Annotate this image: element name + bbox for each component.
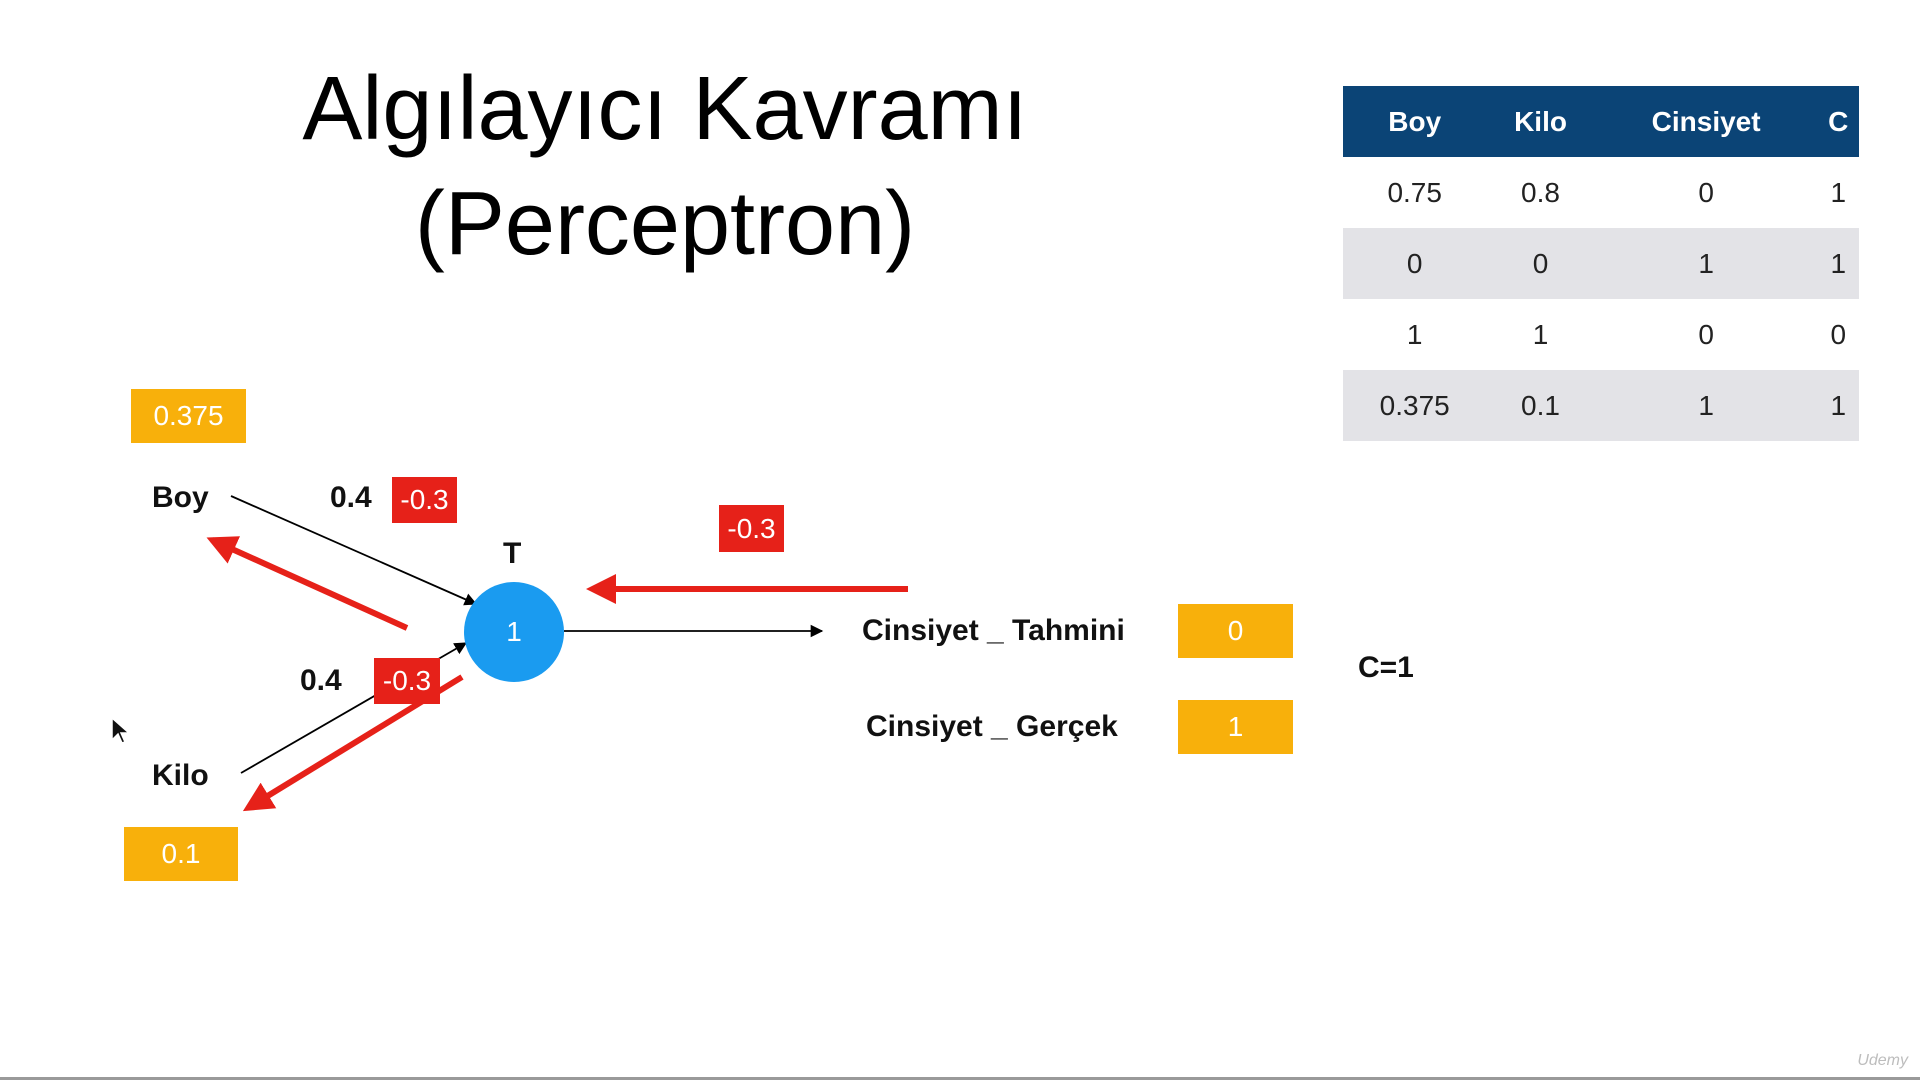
table-cell: 1 xyxy=(1594,370,1818,441)
actual-label: Cinsiyet _ Gerçek xyxy=(866,710,1118,743)
boy-value-box: 0.375 xyxy=(131,389,246,443)
table-row: 0.375 0.1 1 1 xyxy=(1343,370,1859,441)
udemy-watermark: Udemy xyxy=(1857,1052,1908,1069)
boy-label: Boy xyxy=(152,481,209,514)
boy-connection-line xyxy=(230,495,478,606)
table-cell: 0 xyxy=(1817,299,1859,370)
table-cell: 0.375 xyxy=(1343,370,1487,441)
predicted-value-box: 0 xyxy=(1178,604,1293,658)
error-delta-box: -0.3 xyxy=(719,505,784,552)
table-cell: 0 xyxy=(1594,299,1818,370)
table-cell: 1 xyxy=(1343,299,1487,370)
mouse-cursor-icon xyxy=(111,716,131,744)
table-cell: 0.1 xyxy=(1486,370,1595,441)
title-line-2: (Perceptron) xyxy=(414,174,916,274)
boy-weight-delta-box: -0.3 xyxy=(392,477,457,523)
table-cell: 0 xyxy=(1343,228,1487,299)
boy-weight: 0.4 xyxy=(330,481,372,514)
backprop-arrow-boy xyxy=(206,536,409,631)
table-header-row: Boy Kilo Cinsiyet C xyxy=(1343,86,1859,157)
title-line-1: Algılayıcı Kavramı xyxy=(302,59,1028,159)
perceptron-neuron: 1 xyxy=(464,582,564,682)
class-label: C=1 xyxy=(1358,651,1414,684)
table-cell: 1 xyxy=(1817,228,1859,299)
header-boy: Boy xyxy=(1343,86,1487,157)
header-kilo: Kilo xyxy=(1486,86,1595,157)
table-row: 1 1 0 0 xyxy=(1343,299,1859,370)
table-cell: 0 xyxy=(1594,157,1818,228)
kilo-label: Kilo xyxy=(152,759,209,792)
table-cell: 1 xyxy=(1594,228,1818,299)
table-row: 0.75 0.8 0 1 xyxy=(1343,157,1859,228)
table-cell: 0 xyxy=(1486,228,1595,299)
predicted-label: Cinsiyet _ Tahmini xyxy=(862,614,1125,647)
kilo-weight: 0.4 xyxy=(300,664,342,697)
table-cell: 0.75 xyxy=(1343,157,1487,228)
data-table: Boy Kilo Cinsiyet C 0.75 0.8 0 1 0 0 1 1… xyxy=(1343,86,1859,441)
threshold-label: T xyxy=(503,537,522,570)
table-cell: 1 xyxy=(1817,157,1859,228)
table-row: 0 0 1 1 xyxy=(1343,228,1859,299)
header-cinsiyet: Cinsiyet xyxy=(1594,86,1818,157)
table-cell: 1 xyxy=(1486,299,1595,370)
kilo-value-box: 0.1 xyxy=(124,827,238,881)
header-c: C xyxy=(1817,86,1859,157)
footer-divider xyxy=(0,1077,1920,1080)
table-cell: 0.8 xyxy=(1486,157,1595,228)
kilo-weight-delta-box: -0.3 xyxy=(374,658,440,704)
slide-title: Algılayıcı Kavramı (Perceptron) xyxy=(170,52,1160,282)
actual-value-box: 1 xyxy=(1178,700,1293,754)
table-cell: 1 xyxy=(1817,370,1859,441)
